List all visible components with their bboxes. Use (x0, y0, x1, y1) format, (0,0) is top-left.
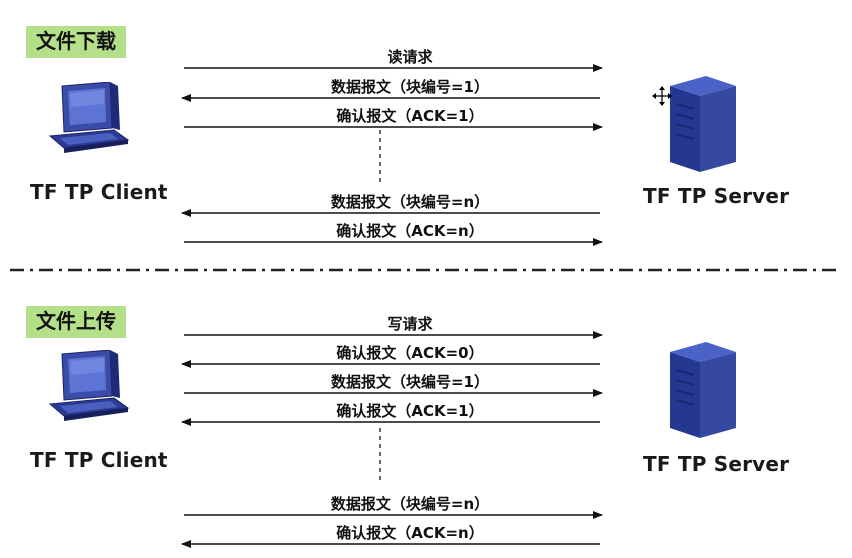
upload-client-label: TF TP Client (30, 448, 168, 472)
upload-message-label: 确认报文（ACK=n） (336, 524, 484, 542)
download-client-label: TF TP Client (30, 180, 168, 204)
move-cursor-icon (652, 86, 672, 106)
upload-message-label: 确认报文（ACK=1） (336, 402, 484, 420)
computer-icon (48, 350, 130, 421)
server-icon (670, 76, 736, 172)
download-server-label: TF TP Server (643, 184, 790, 208)
download-message-label: 确认报文（ACK=1） (336, 107, 484, 125)
upload-message-label: 确认报文（ACK=0） (336, 344, 484, 362)
computer-icon (48, 82, 130, 153)
upload-server-label: TF TP Server (643, 452, 790, 476)
download-message-label: 确认报文（ACK=n） (336, 222, 484, 240)
upload-message-label: 数据报文（块编号=n） (330, 495, 490, 513)
download-section-title: 文件下载 (26, 26, 126, 58)
download-message-label: 读请求 (387, 48, 433, 66)
upload-message-label: 数据报文（块编号=1） (330, 373, 490, 391)
download-message-label: 数据报文（块编号=1） (330, 78, 490, 96)
upload-section-title: 文件上传 (26, 306, 126, 338)
download-message-label: 数据报文（块编号=n） (330, 193, 490, 211)
server-icon (670, 342, 736, 438)
upload-message-label: 写请求 (387, 315, 433, 333)
